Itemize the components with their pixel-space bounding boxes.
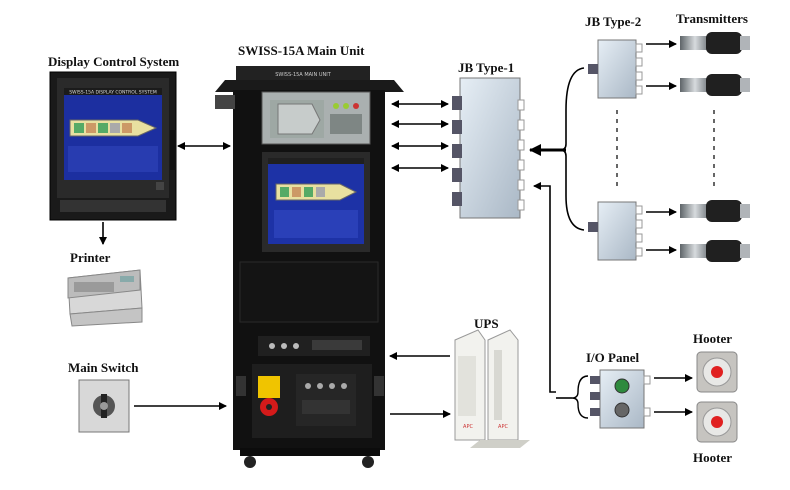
- label-hooter-bottom: Hooter: [693, 450, 732, 465]
- main-unit: SWISS-15A MAIN UNIT: [215, 66, 404, 468]
- ups-brand-right: APC: [498, 424, 508, 430]
- hooter-bottom: [696, 401, 738, 443]
- hooter-top: [696, 351, 738, 393]
- display-control-system: SWISS-15A DISPLAY CONTROL SYSTEM: [49, 71, 177, 221]
- label-ups: UPS: [474, 316, 499, 331]
- label-printer: Printer: [70, 250, 111, 265]
- transmitter: [680, 200, 750, 222]
- main-unit-panel-title: SWISS-15A MAIN UNIT: [275, 72, 332, 78]
- label-hooter-top: Hooter: [693, 331, 732, 346]
- label-transmitters: Transmitters: [676, 11, 748, 26]
- transmitter: [680, 32, 750, 54]
- jb-type2-bottom: [588, 201, 643, 261]
- jb-type2-top: [588, 39, 643, 99]
- ups: APC APC: [454, 329, 530, 448]
- transmitter: [680, 240, 750, 262]
- label-jb-type2: JB Type-2: [585, 14, 642, 29]
- io-panel: [590, 369, 651, 429]
- label-io-panel: I/O Panel: [586, 350, 640, 365]
- label-main-unit: SWISS-15A Main Unit: [238, 43, 365, 58]
- label-display-control-system: Display Control System: [48, 54, 180, 69]
- main-switch: [78, 379, 130, 433]
- label-jb-type1: JB Type-1: [458, 60, 515, 75]
- label-main-switch: Main Switch: [68, 360, 139, 375]
- printer: [67, 269, 143, 327]
- jb-type1: [452, 77, 525, 219]
- dcs-screen-title: SWISS-15A DISPLAY CONTROL SYSTEM: [69, 90, 157, 96]
- ups-brand-left: APC: [463, 424, 473, 430]
- connections: [99, 40, 693, 419]
- transmitter: [680, 74, 750, 96]
